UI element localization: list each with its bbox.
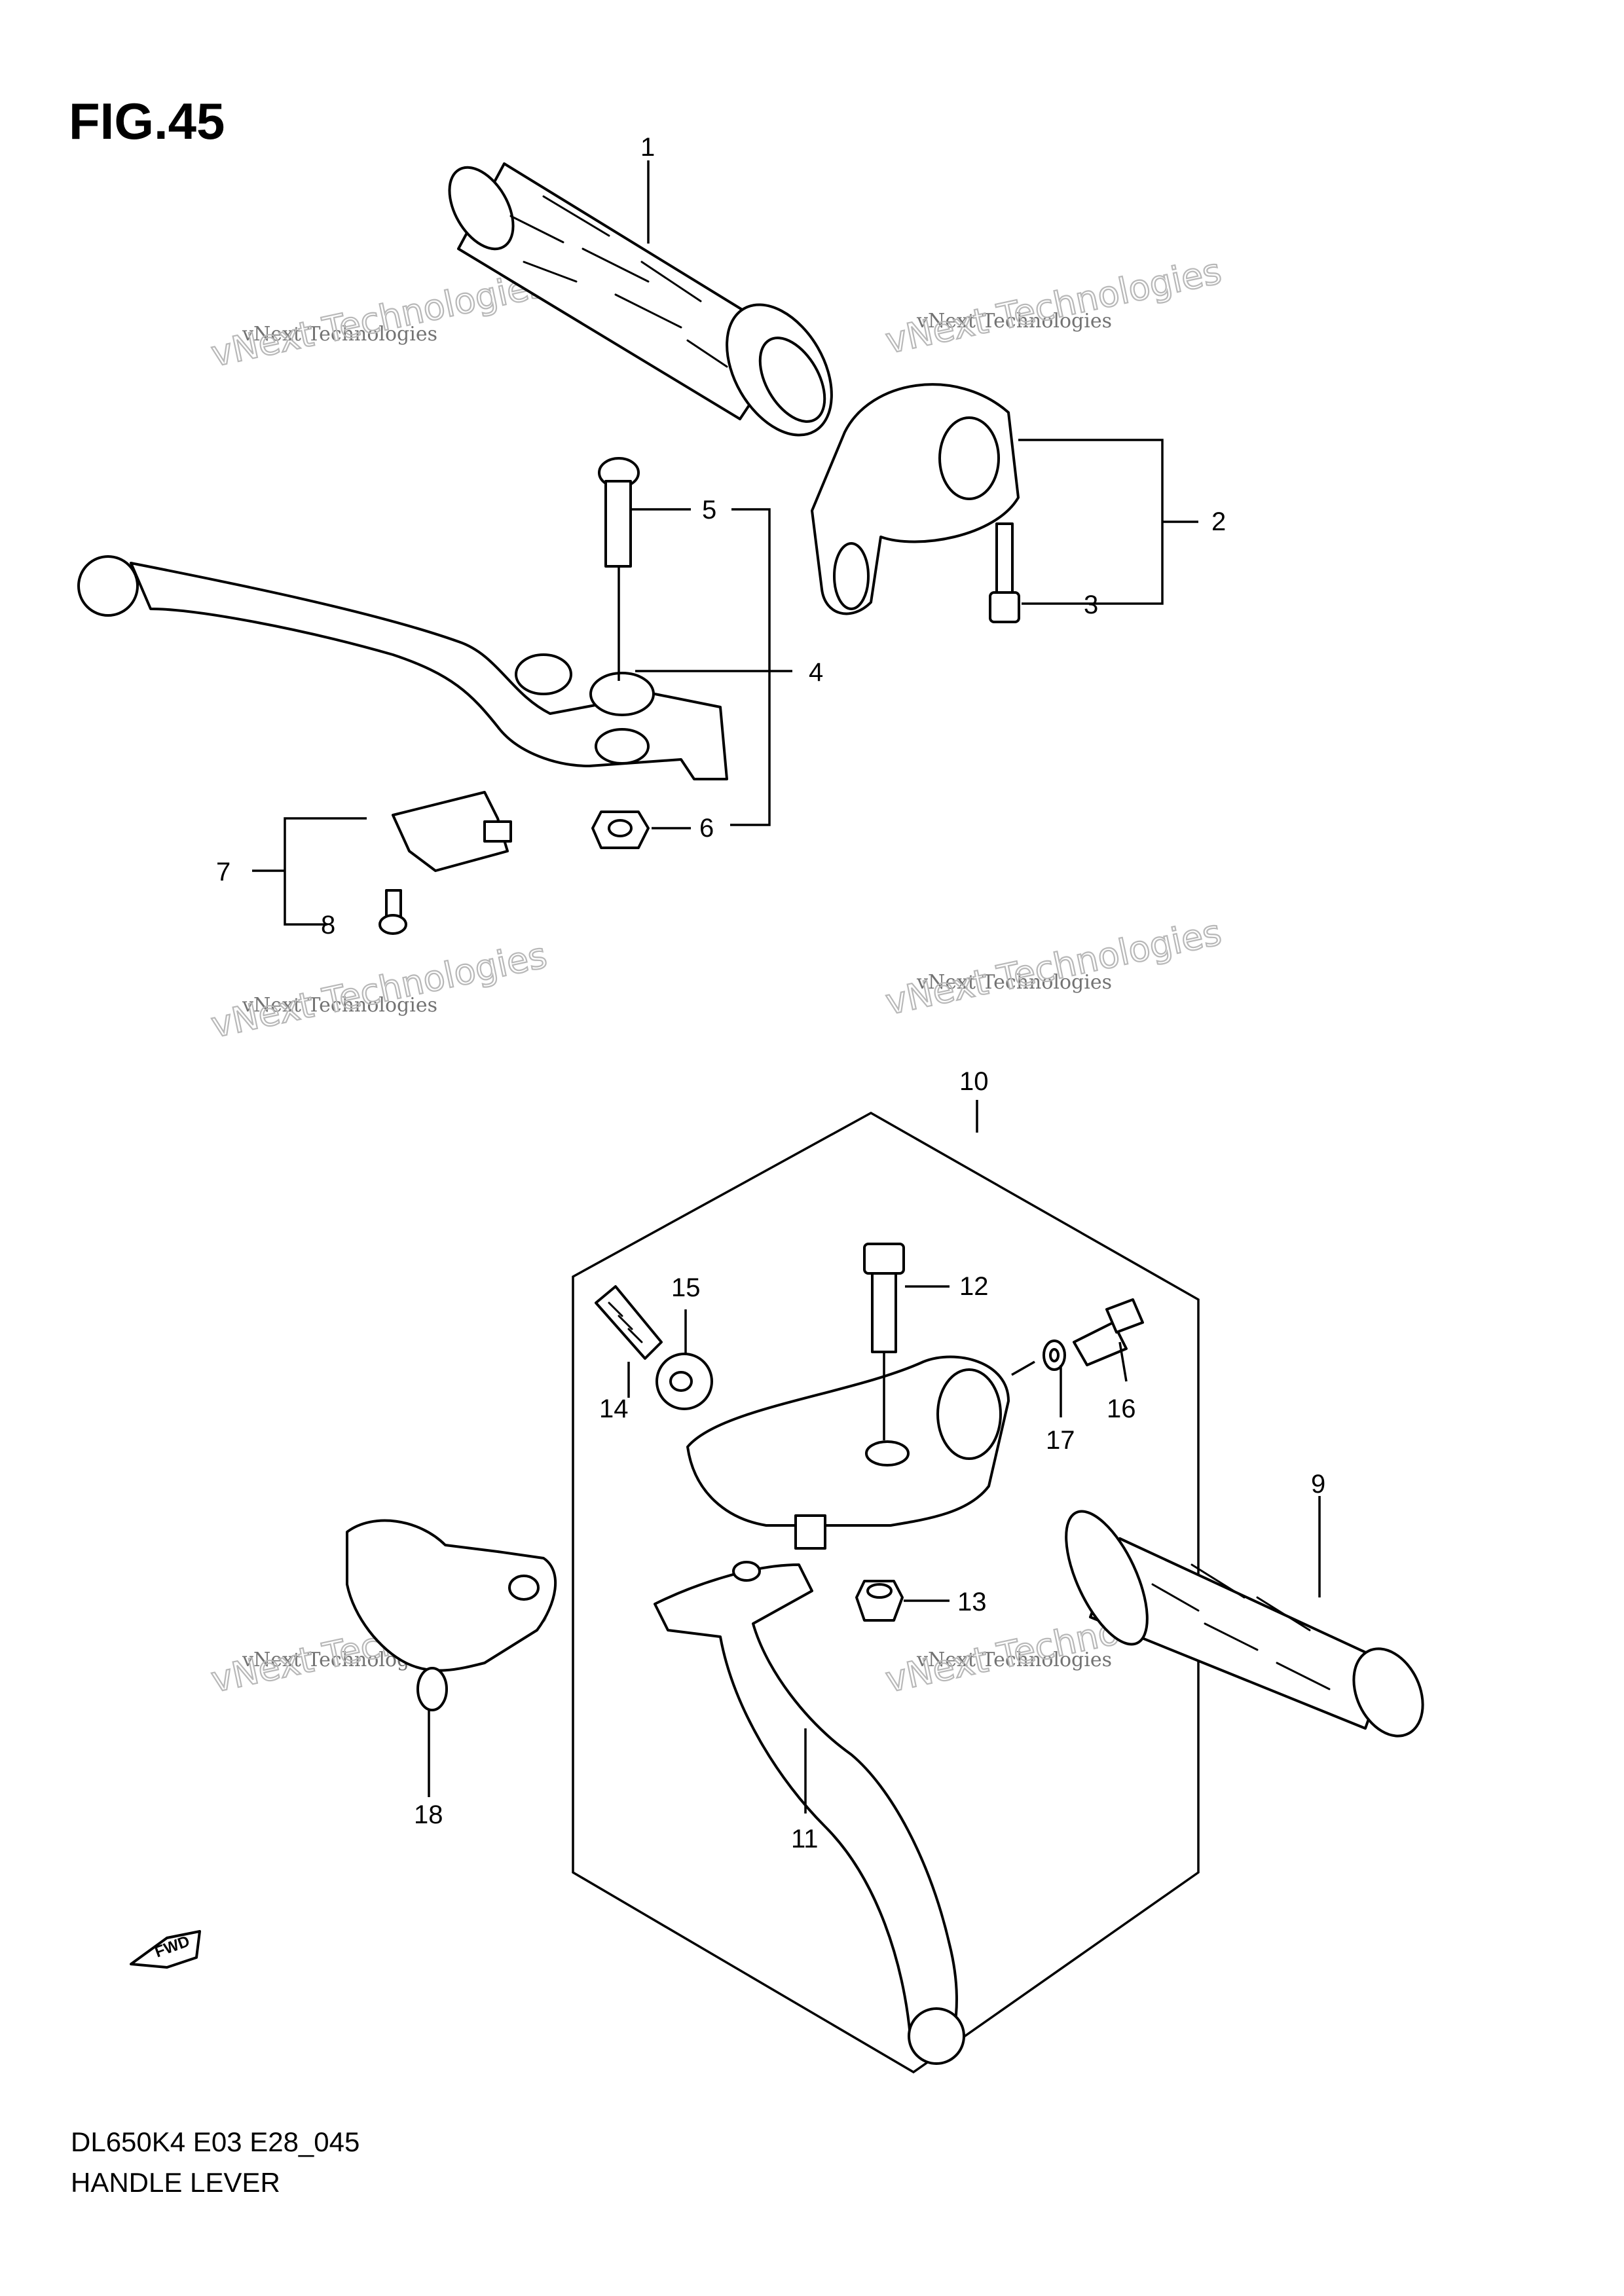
svg-text:vNext Technologies: vNext Technologies (916, 1649, 1112, 1671)
fwd-arrow-icon: FWD (130, 1930, 201, 1969)
callout-18: 18 (414, 1800, 443, 1829)
callout-9: 9 (1311, 1470, 1325, 1499)
part-3-screw (989, 522, 1020, 623)
part-14-adjuster (595, 1285, 663, 1360)
part-10-assembly-outline (572, 1111, 1200, 2074)
svg-text:vNext Technologies: vNext Technologies (916, 310, 1112, 333)
svg-text:vNext Technologies: vNext Technologies (208, 934, 551, 1046)
callout-numbers: 1 2 3 4 5 6 7 8 9 10 11 12 13 14 15 16 1… (216, 133, 1325, 1853)
callout-11: 11 (791, 1825, 819, 1853)
callout-8: 8 (321, 911, 335, 939)
callout-17: 17 (1046, 1426, 1075, 1455)
watermark: vNext Technologies vNext Technologies (207, 263, 551, 375)
svg-text:vNext Technologies: vNext Technologies (242, 994, 437, 1017)
figure-title: FIG.45 (69, 92, 225, 150)
svg-text:vNext Technologies: vNext Technologies (882, 250, 1225, 361)
watermark: vNext Technologies vNext Technologies (207, 934, 551, 1046)
leader-lines (252, 160, 1321, 1813)
lever-bracket (686, 1355, 1010, 1550)
callout-16: 16 (1107, 1394, 1136, 1423)
figure-name: HANDLE LEVER (71, 2167, 280, 2198)
callout-12: 12 (959, 1272, 989, 1301)
callout-4: 4 (809, 658, 823, 687)
part-18-switch (346, 1519, 557, 1711)
callout-5: 5 (702, 496, 716, 524)
part-2-throttle-housing (811, 383, 1020, 615)
part-8-screw (378, 889, 407, 935)
svg-text:vNext Technologies: vNext Technologies (208, 263, 551, 374)
svg-text:vNext Technologies: vNext Technologies (916, 971, 1112, 994)
callout-15: 15 (671, 1273, 701, 1302)
part-15-spring-nut (655, 1353, 713, 1410)
callout-13: 13 (957, 1588, 987, 1616)
svg-text:vNext Technologies: vNext Technologies (882, 911, 1225, 1023)
part-9-grip (1065, 1510, 1424, 1738)
figure-code: DL650K4 E03 E28_045 (71, 2126, 360, 2157)
part-13-nut (855, 1580, 904, 1622)
part-4-lever (77, 555, 728, 780)
part-12-pivot-bolt (863, 1243, 905, 1353)
callout-10: 10 (959, 1067, 989, 1096)
callout-2: 2 (1211, 507, 1226, 536)
part-16-bolt (1073, 1298, 1144, 1366)
part-7-switch (392, 791, 512, 872)
part-17-washer (1043, 1339, 1066, 1371)
callout-1: 1 (640, 133, 655, 162)
svg-text:vNext Technologies: vNext Technologies (242, 323, 437, 346)
part-11-lever (654, 1561, 965, 2065)
part-5-pivot-bolt (598, 457, 640, 568)
watermark: vNext Technologies vNext Technologies (881, 911, 1226, 1023)
callout-14: 14 (599, 1394, 629, 1423)
part-6-nut (591, 811, 650, 849)
callout-6: 6 (699, 814, 714, 843)
callout-3: 3 (1084, 591, 1098, 619)
watermark: vNext Technologies vNext Technologies (881, 249, 1226, 362)
part-1-throttle-grip (448, 162, 833, 437)
callout-7: 7 (216, 858, 231, 886)
